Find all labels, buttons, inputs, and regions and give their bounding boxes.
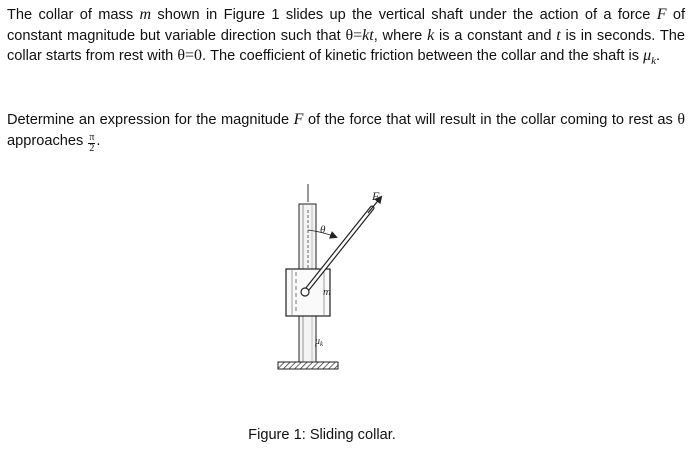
text-span: . bbox=[655, 48, 661, 64]
sliding-collar-figure: F θ m μk bbox=[277, 184, 383, 370]
math-mass-symbol: m bbox=[139, 6, 152, 23]
label-mass: m bbox=[323, 286, 331, 298]
math-theta-symbol: θ bbox=[345, 26, 354, 44]
math-force-symbol: F bbox=[656, 6, 667, 23]
math-equals: = bbox=[184, 47, 195, 64]
vertical-shaft bbox=[298, 203, 317, 363]
figure-caption-text: Figure 1: Sliding collar. bbox=[248, 427, 396, 443]
force-arrow bbox=[367, 195, 383, 214]
text-span: shown in Figure 1 slides up the vertical… bbox=[157, 7, 651, 23]
text-span: of constant magnitude but variable direc… bbox=[7, 7, 685, 44]
math-kt: kt bbox=[362, 26, 374, 44]
math-mu-symbol: μ bbox=[643, 47, 652, 64]
ground-base bbox=[277, 361, 339, 370]
text-span: The collar of mass bbox=[7, 7, 134, 23]
math-equals: = bbox=[353, 26, 363, 44]
pin-joint bbox=[300, 287, 310, 297]
text-span: . The coefficient of kinetic friction be… bbox=[202, 48, 639, 64]
math-theta-symbol: θ bbox=[677, 111, 685, 128]
text-span: is a constant and bbox=[438, 27, 552, 44]
label-mu: μk bbox=[314, 336, 324, 348]
label-force: F bbox=[371, 189, 380, 203]
text-span: is in seconds. The collar starts from re… bbox=[7, 27, 685, 65]
figure-caption: Figure 1: Sliding collar. bbox=[0, 426, 690, 444]
math-t-symbol: t bbox=[556, 26, 561, 44]
force-rod-inner bbox=[303, 206, 374, 294]
label-theta: θ bbox=[320, 224, 326, 236]
math-zero: 0 bbox=[194, 47, 203, 64]
math-force-symbol: F bbox=[293, 111, 304, 128]
math-k-symbol: k bbox=[427, 26, 435, 44]
text-span: , where bbox=[373, 27, 423, 44]
fraction-numerator: π bbox=[88, 131, 96, 144]
math-mu-subscript: k bbox=[651, 54, 656, 67]
text-span: . bbox=[96, 132, 101, 149]
problem-paragraph-1: The collar of mass m shown in Figure 1 s… bbox=[7, 5, 685, 71]
label-mu-symbol: μ bbox=[314, 336, 320, 347]
text-span: of the force that will result in the col… bbox=[307, 112, 673, 128]
text-span: Determine an expression for the magnitud… bbox=[7, 112, 290, 128]
label-mu-subscript: k bbox=[320, 340, 324, 348]
problem-paragraph-2: Determine an expression for the magnitud… bbox=[7, 110, 685, 154]
text-span: approaches bbox=[7, 132, 84, 149]
fraction-denominator: 2 bbox=[89, 142, 95, 154]
math-theta-symbol: θ bbox=[177, 47, 185, 64]
theta-arc-arrow bbox=[307, 229, 338, 239]
